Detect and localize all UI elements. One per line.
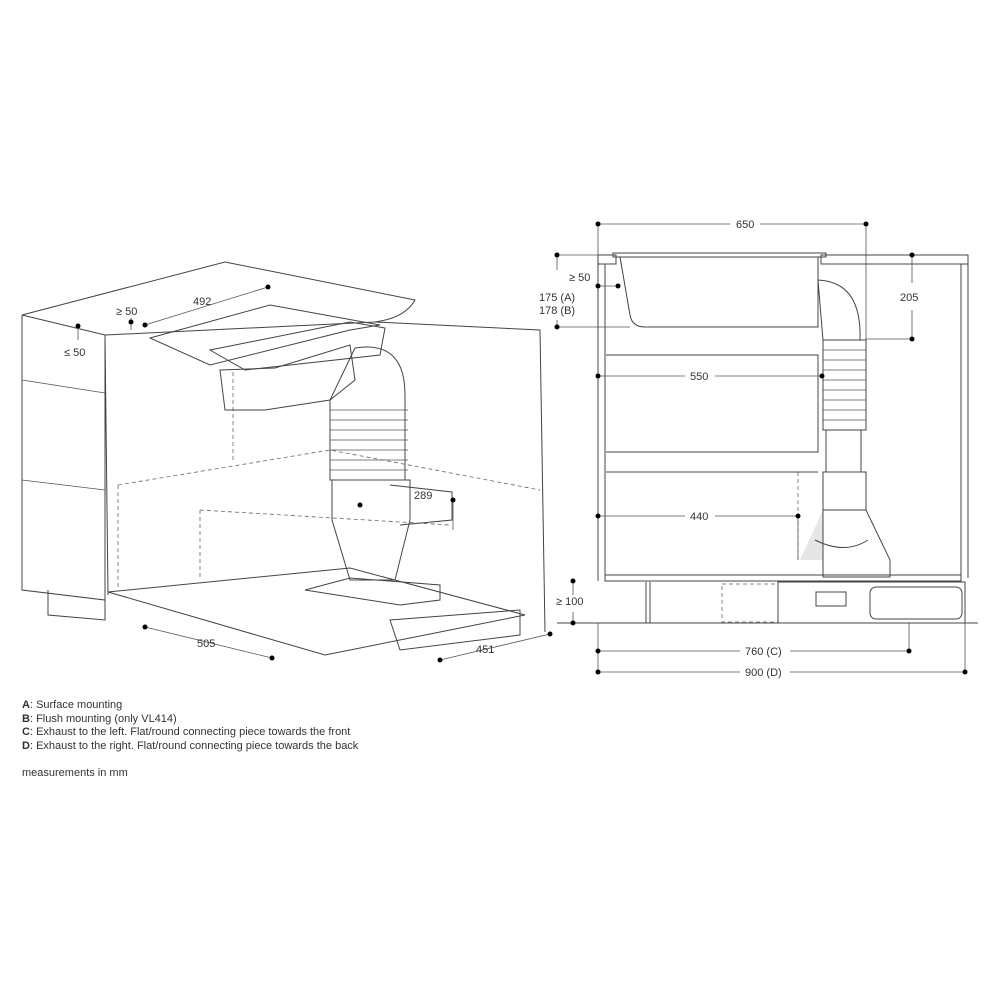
- duct-bellows: [329, 346, 453, 581]
- units-note: measurements in mm: [22, 767, 128, 779]
- hob-top: [148, 304, 381, 366]
- worktop-section: [820, 254, 969, 265]
- dim-min-50: ≥ 50: [116, 306, 137, 318]
- dim-max-50: ≤ 50: [64, 347, 85, 359]
- dim-178-b: 178 (B): [539, 305, 575, 317]
- dim-550: 550: [690, 371, 708, 383]
- hob-body: [619, 256, 819, 328]
- dimension-lines-left: [75, 284, 553, 663]
- cabinet-floor: [604, 574, 962, 582]
- dim-440: 440: [690, 511, 708, 523]
- dimension-lines-right: [554, 221, 968, 675]
- dim-205: 205: [900, 292, 918, 304]
- dim-451: 451: [476, 644, 494, 656]
- dim-289: 289: [414, 490, 432, 502]
- downdraft-fan: [208, 321, 386, 371]
- dim-505: 505: [197, 638, 215, 650]
- dim-492: 492: [193, 296, 211, 308]
- legend-item-c: C: Exhaust to the left. Flat/round conne…: [22, 726, 351, 738]
- dim-900-d: 900 (D): [745, 667, 782, 679]
- dim-760-c: 760 (C): [745, 646, 782, 658]
- legend: A: Surface mounting B: Flush mounting (o…: [22, 699, 358, 753]
- base-plate: [107, 567, 526, 656]
- dim-175-a: 175 (A): [539, 292, 575, 304]
- dim-650: 650: [736, 219, 754, 231]
- legend-item-b: B: Flush mounting (only VL414): [22, 712, 177, 725]
- motor-unit: [777, 581, 966, 624]
- dim-min-100: ≥ 100: [556, 596, 583, 608]
- fan-unit: [822, 509, 891, 578]
- worktop-outline: [21, 261, 546, 633]
- legend-item-d: D: Exhaust to the right. Flat/round conn…: [22, 739, 359, 752]
- drawer-front: [21, 315, 106, 601]
- dim-min-50-side: ≥ 50: [569, 272, 590, 284]
- isometric-view: 492 ≥ 50 ≤ 50 289 505 451: [21, 261, 553, 663]
- legend-item-a: A: Surface mounting: [22, 699, 123, 711]
- side-view: 650 ≥ 50 175 (A) 178 (B) 205 550 440 ≥ 1…: [539, 219, 978, 679]
